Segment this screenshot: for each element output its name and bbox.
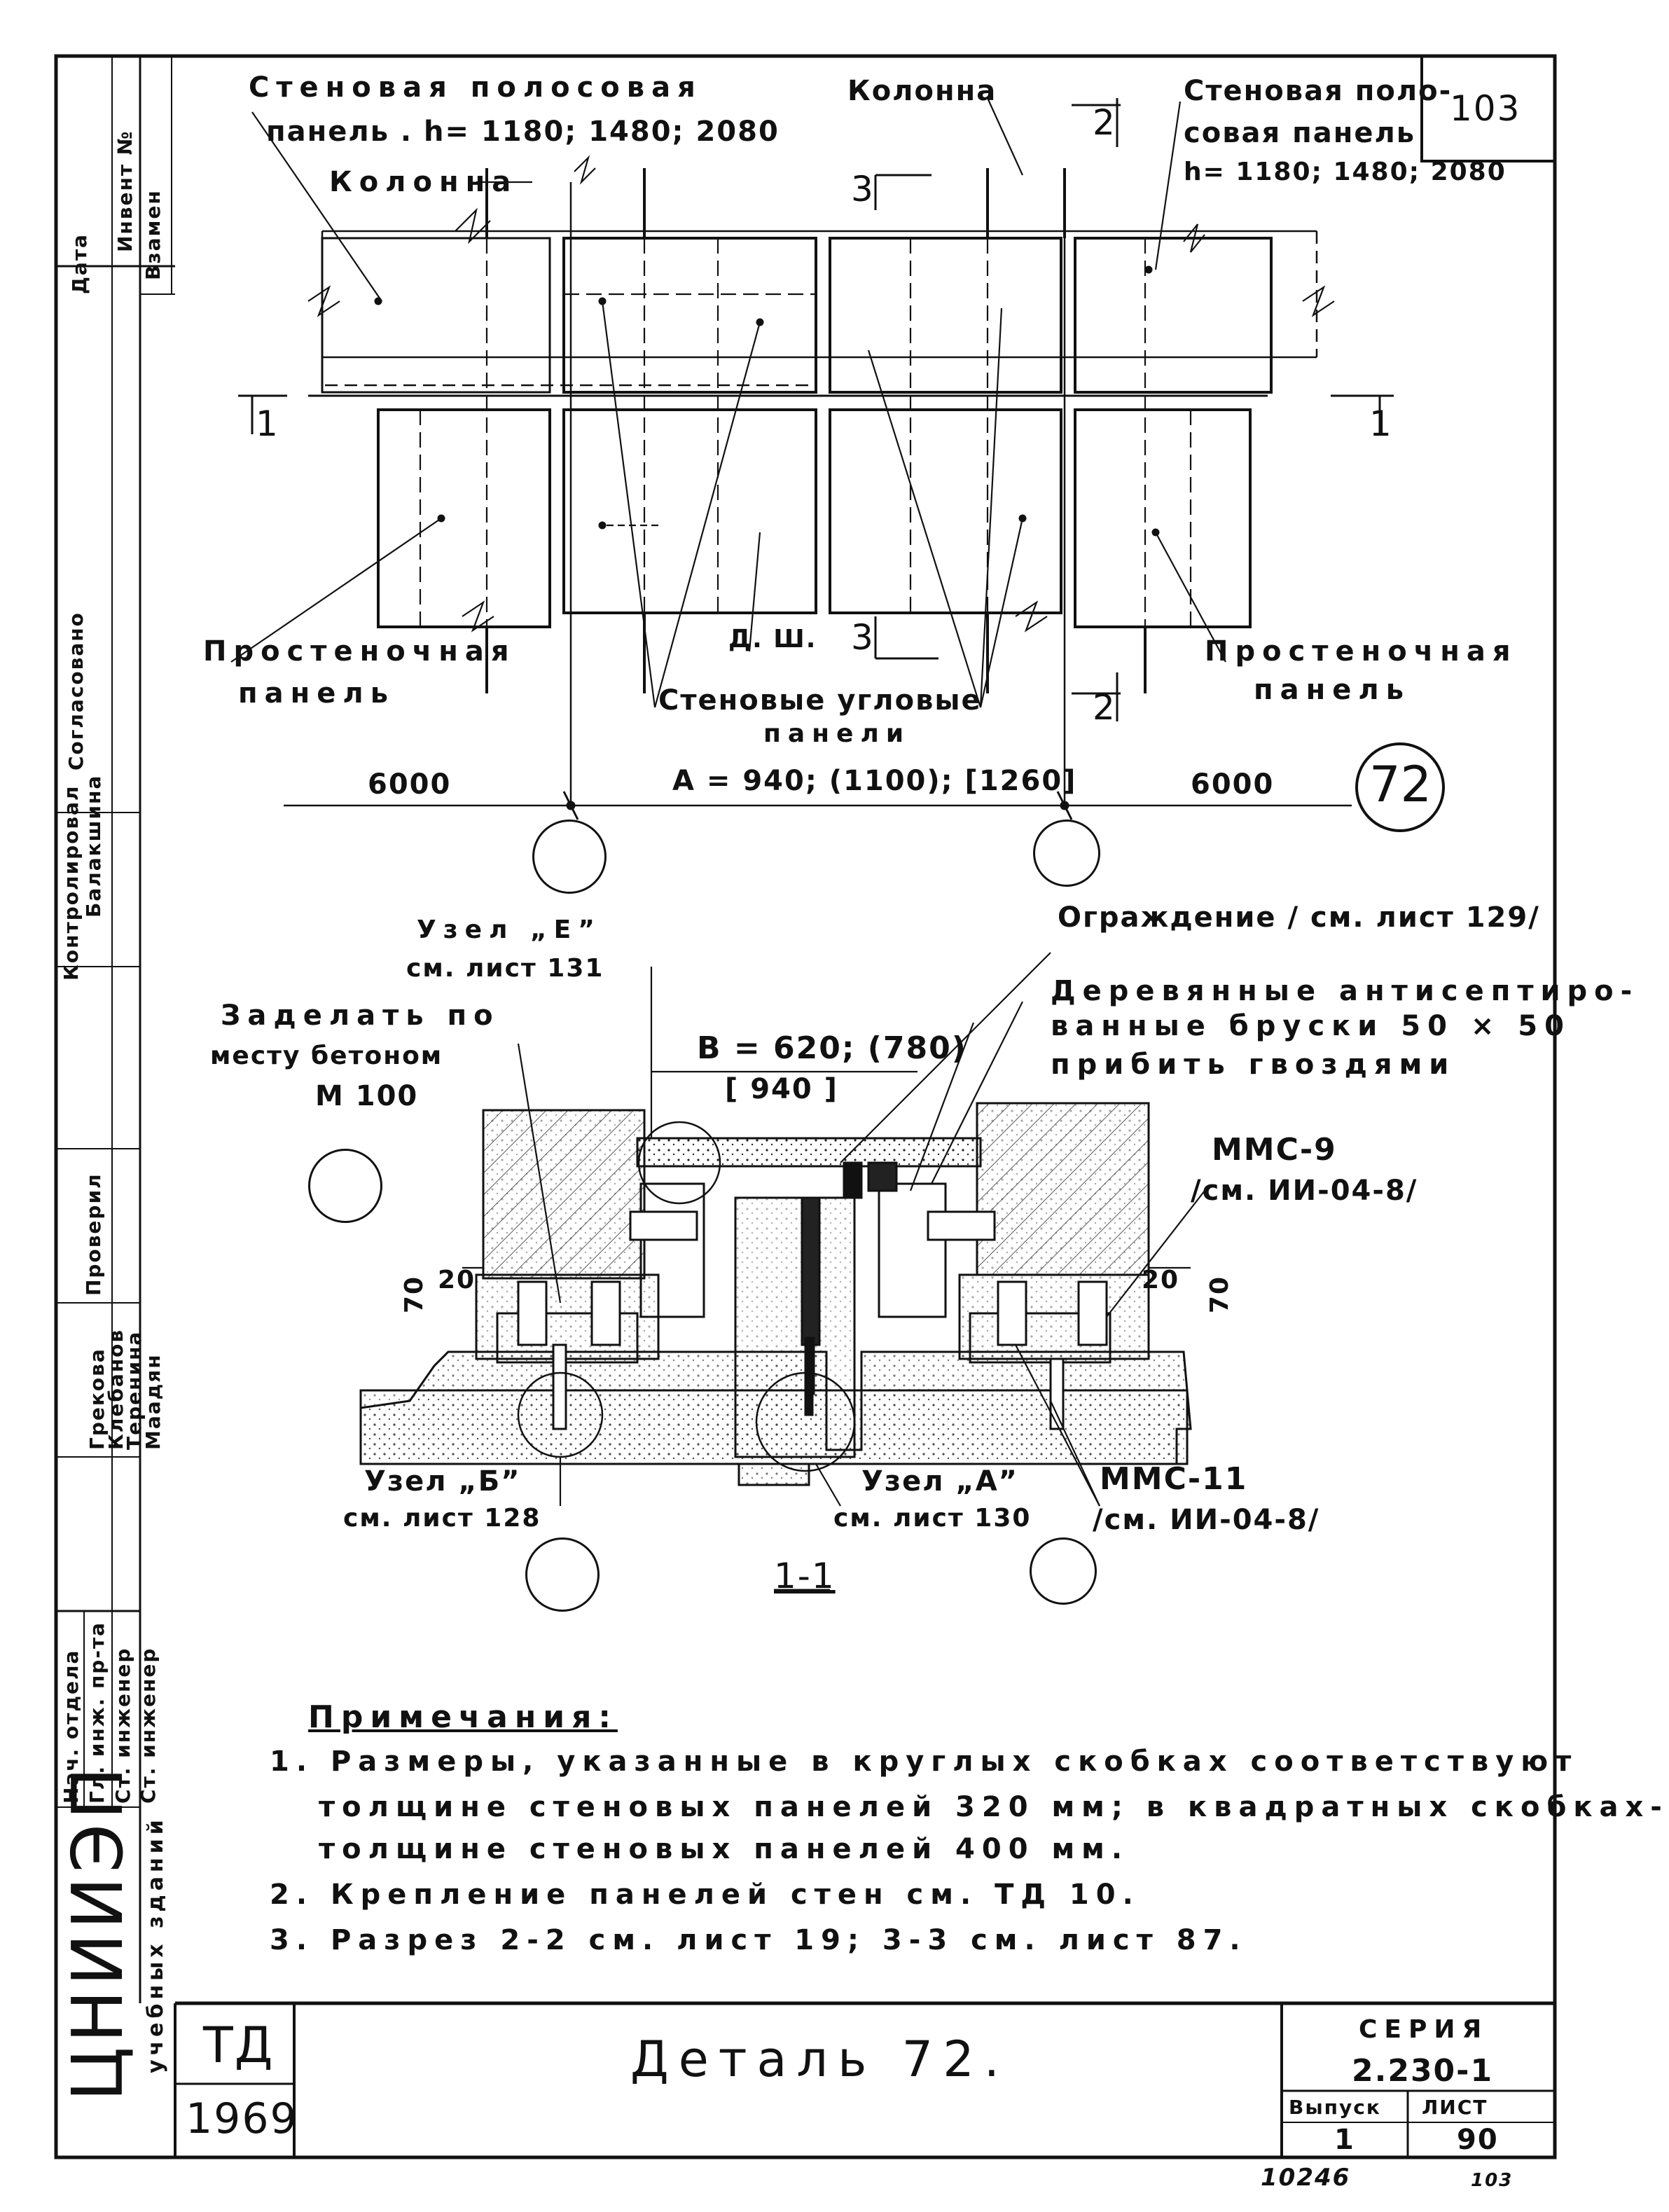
label-corner-panels-2: панели [763,719,911,748]
dim-middle: А = 940; (1100); [1260] [672,765,1077,797]
section-mark-1-1: 1-1 [774,1556,836,1596]
label-pier-right-1: Простеночная [1205,635,1518,668]
note-1-line-a: 1. Размеры, указанные в круглых скобках … [270,1746,1579,1778]
label-dsh: Д. Ш. [728,625,817,654]
list-value: 90 [1457,2124,1499,2156]
section-3-bottom: 3 [851,617,875,658]
label-node-e-2: см. лист 131 [406,954,604,983]
note-1-line-c: толщине стеновых панелей 400 мм. [319,1833,1130,1865]
label-wall-strip-left-2: панель . h= 1180; 1480; 2080 [266,116,780,148]
dim-20-left: 20 [438,1266,476,1294]
section-2-top: 2 [1093,102,1116,143]
axis-bubble-right-plan [1033,820,1100,887]
drawing-title: Деталь 72. [630,2031,1009,2088]
dim-20-right: 20 [1142,1266,1180,1294]
series-value: 2.230-1 [1352,2053,1494,2089]
section-3-top: 3 [851,169,875,209]
stamp-inventory-label: Инвент № [113,130,137,253]
dim-70-right: 70 [1205,1275,1235,1314]
note-1-line-b: толщине стеновых панелей 320 мм; в квадр… [319,1791,1669,1823]
stamp-agreed-label: Согласовано [64,611,88,770]
label-dim-b-2: [ 940 ] [725,1073,838,1105]
label-mms9-2: /см. ИИ-04-8/ [1191,1175,1418,1207]
dim-right: 6000 [1191,768,1275,801]
inventory-number: 10246 [1261,2164,1351,2192]
stamp-name-4: Маадян [141,1353,165,1450]
detail-72-number: 72 [1369,756,1432,813]
label-node-b-1: Узел „Б” [364,1465,521,1498]
axis-bubble-left-section [308,1149,382,1223]
label-wood-2: ванные бруски 50 × 50 [1051,1010,1571,1042]
stamp-controller-role: Контролировал [60,784,83,981]
label-dim-b-1: В = 620; (780) [697,1030,967,1066]
label-fence: Ограждение / см. лист 129/ [1058,901,1540,934]
label-fill-1: Заделать по [221,1000,500,1032]
stamp-checked-label: Проверил [82,1173,105,1296]
stamp-controller-name: Балакшина [82,774,105,918]
sheet-frame [54,54,1557,2159]
notes-heading: Примечания: [308,1699,618,1735]
issue-label: Выпуск [1289,2096,1381,2119]
axis-bubble-bottom-right [1030,1537,1097,1605]
label-fill-3: М 100 [315,1080,419,1112]
stamp-replacement-label: Взамен [141,189,165,280]
section-view [359,952,1205,1591]
stamp-date-label: Дата [68,233,91,294]
detail-72-bubble [1355,742,1445,832]
note-3: 3. Разрез 2-2 см. лист 19; 3-3 см. лист … [270,1924,1247,1956]
note-2: 2. Крепление панелей стен см. ТД 10. [270,1879,1140,1911]
label-node-a-2: см. лист 130 [833,1504,1032,1533]
title-td: ТД [203,2017,275,2074]
label-mms11-1: ММС-11 [1100,1461,1248,1497]
label-wall-strip-right-3: h= 1180; 1480; 2080 [1184,158,1507,186]
label-node-a-1: Узел „А” [861,1465,1018,1498]
issue-value: 1 [1334,2124,1355,2156]
organization-name: ЦНИИЭП [57,1762,139,2101]
label-column-top: Колонна [847,75,997,107]
label-wall-strip-right-2: совая панель [1184,117,1416,149]
axis-bubble-bottom-left [525,1537,600,1612]
label-column-left: Колонна [329,166,518,198]
label-wood-1: Деревянные антисептиро- [1051,975,1640,1007]
axis-bubble-left-plan [532,820,607,894]
corner-mark: 103 [1471,2170,1514,2191]
section-2-bottom: 2 [1093,687,1116,728]
title-year: 1969 [186,2094,298,2143]
series-label: СЕРИЯ [1359,2015,1489,2044]
label-wood-3: прибить гвоздями [1051,1049,1456,1081]
label-pier-right-2: панель [1254,674,1411,706]
organization-subtitle: учебных зданий [144,1816,168,2073]
label-wall-strip-right-1: Стеновая поло- [1184,75,1453,107]
dim-70-left: 70 [400,1275,429,1314]
drawing-linework [54,54,1557,2159]
label-wall-strip-left-1: Стеновая полосовая [249,71,702,104]
list-label: ЛИСТ [1422,2096,1488,2119]
label-pier-left-2: панель [238,677,395,710]
label-pier-left-1: Простеночная [203,635,516,668]
label-node-e-1: Узел „Е” [417,915,602,944]
stamp-role-4: Ст. инженер [137,1647,160,1804]
label-fill-2: месту бетоном [210,1042,443,1070]
label-mms9-1: ММС-9 [1212,1132,1337,1168]
section-1-left: 1 [256,403,279,444]
sheet-number-top: 103 [1450,88,1521,129]
section-1-right: 1 [1369,403,1393,444]
label-mms11-2: /см. ИИ-04-8/ [1093,1504,1320,1536]
label-node-b-2: см. лист 128 [343,1504,541,1533]
dim-left: 6000 [368,768,452,801]
plan-view [230,97,1394,820]
label-corner-panels-1: Стеновые угловые [658,684,982,717]
